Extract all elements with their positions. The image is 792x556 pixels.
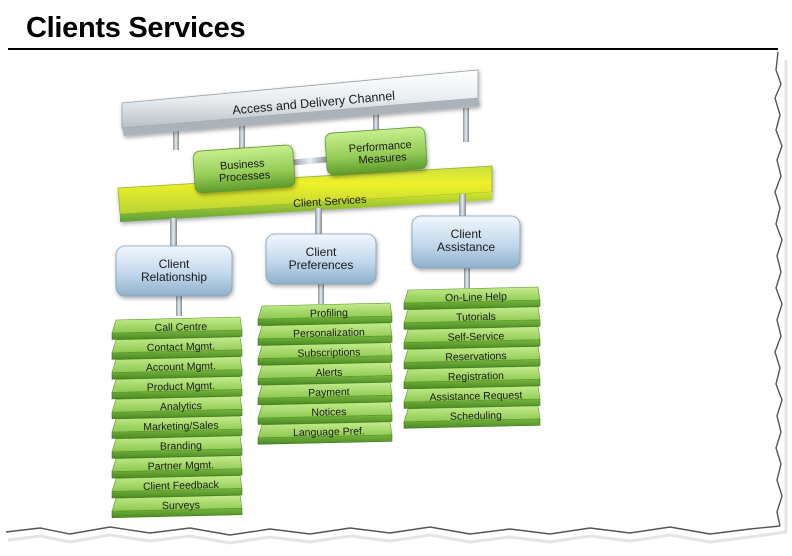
connector-horizontal (289, 156, 331, 166)
stack-item: Profiling (257, 302, 393, 326)
svg-text:Performance Measures: Performance Measures (348, 139, 416, 168)
stack-item-label: Assistance Request (429, 389, 522, 403)
column-header-label: Client (451, 227, 482, 241)
stack-item: Analytics (111, 395, 243, 420)
stack-item-label: Contact Mgmt. (147, 340, 216, 354)
connector-post (464, 266, 470, 288)
page-title: Clients Services (26, 12, 246, 44)
client-services-label: Client Services (293, 194, 367, 210)
client-services-platform (117, 165, 493, 222)
stack-item-label: Product Mgmt. (147, 380, 216, 394)
connector-post (170, 218, 177, 254)
stack-item-label: Reservations (445, 350, 507, 363)
stack-item: Reservations (403, 346, 541, 370)
stack-item-label: Analytics (160, 400, 202, 413)
column-header-label: Client (159, 257, 190, 271)
column-header-label: Client (306, 245, 337, 259)
performance-measures-label-2: Measures (358, 151, 408, 166)
access-channel-bar (121, 69, 480, 136)
connector-post (463, 108, 469, 142)
stack-item: Tutorials (403, 306, 541, 330)
stack-item: Subscriptions (257, 342, 393, 366)
stack-item-label: Payment (308, 386, 350, 399)
connector-post (459, 194, 466, 224)
stack-item-label: Scheduling (450, 410, 502, 423)
column-header-label: Preferences (289, 258, 354, 272)
stack-item: Personalization (257, 322, 393, 346)
stack-item: Language Pref. (257, 421, 393, 445)
business-processes-label-2: Processes (219, 169, 272, 185)
connector-post (176, 294, 182, 316)
stack-item: Contact Mgmt. (111, 336, 243, 360)
stack-item: Marketing/Sales (111, 415, 243, 439)
stack-item-label: Personalization (293, 326, 365, 340)
connector-post (373, 112, 379, 138)
stack-item-label: Partner Mgmt. (148, 459, 215, 473)
stack-item: Product Mgmt. (111, 376, 243, 400)
stack-item-label: Self-Service (447, 330, 504, 343)
stack-item-label: Language Pref. (293, 425, 365, 439)
stack-item: Notices (257, 401, 393, 425)
business-processes-label-1: Business (220, 158, 266, 173)
stack-item-label: Profiling (310, 307, 348, 320)
column-header-label: Assistance (437, 240, 495, 254)
business-processes-box (192, 144, 296, 194)
stack-item-label: Marketing/Sales (143, 420, 219, 434)
stack-item-label: Subscriptions (297, 346, 360, 360)
stack-item: Registration (403, 365, 541, 390)
performance-measures-box (324, 126, 428, 176)
stack-item: Self-Service (403, 326, 541, 350)
stack-item: Client Feedback (111, 475, 243, 499)
column-header-label: Relationship (141, 270, 207, 284)
connector-post (315, 208, 322, 242)
stack-item: Call Centre (111, 316, 243, 340)
stack-item-label: Surveys (162, 499, 200, 512)
stack-item-label: Account Mgmt. (146, 360, 216, 374)
stack-item: Alerts (257, 362, 393, 386)
performance-measures-label-1: Performance (348, 139, 412, 155)
stack-item-label: Tutorials (456, 311, 496, 324)
stack-item-label: Alerts (315, 367, 342, 380)
stack-item-label: Notices (311, 406, 346, 419)
svg-text:Business Processes: Business Processes (218, 157, 271, 185)
stack-item: Account Mgmt. (111, 356, 243, 380)
stack-item: Assistance Request (403, 385, 541, 409)
stack-item: On-Line Help (403, 286, 541, 310)
stack-item: Surveys (111, 494, 243, 519)
stack-item-label: On-Line Help (445, 291, 507, 305)
stack-item-label: Branding (160, 440, 202, 453)
stack-item: Payment (257, 381, 393, 406)
column-header-box (411, 215, 521, 269)
torn-edge (5, 51, 788, 545)
connector-post (173, 126, 179, 150)
column-header-box (115, 245, 233, 297)
connector-post (318, 282, 324, 304)
stack-item-label: Registration (448, 370, 504, 383)
title-rule (8, 48, 778, 50)
stack-item: Scheduling (403, 405, 541, 429)
stack-item: Partner Mgmt. (111, 455, 243, 479)
stack-item-label: Client Feedback (143, 479, 220, 493)
connector-post (239, 118, 245, 148)
stack-item-label: Call Centre (155, 321, 208, 334)
column-header-box (265, 233, 377, 285)
stack-item: Branding (111, 435, 243, 459)
